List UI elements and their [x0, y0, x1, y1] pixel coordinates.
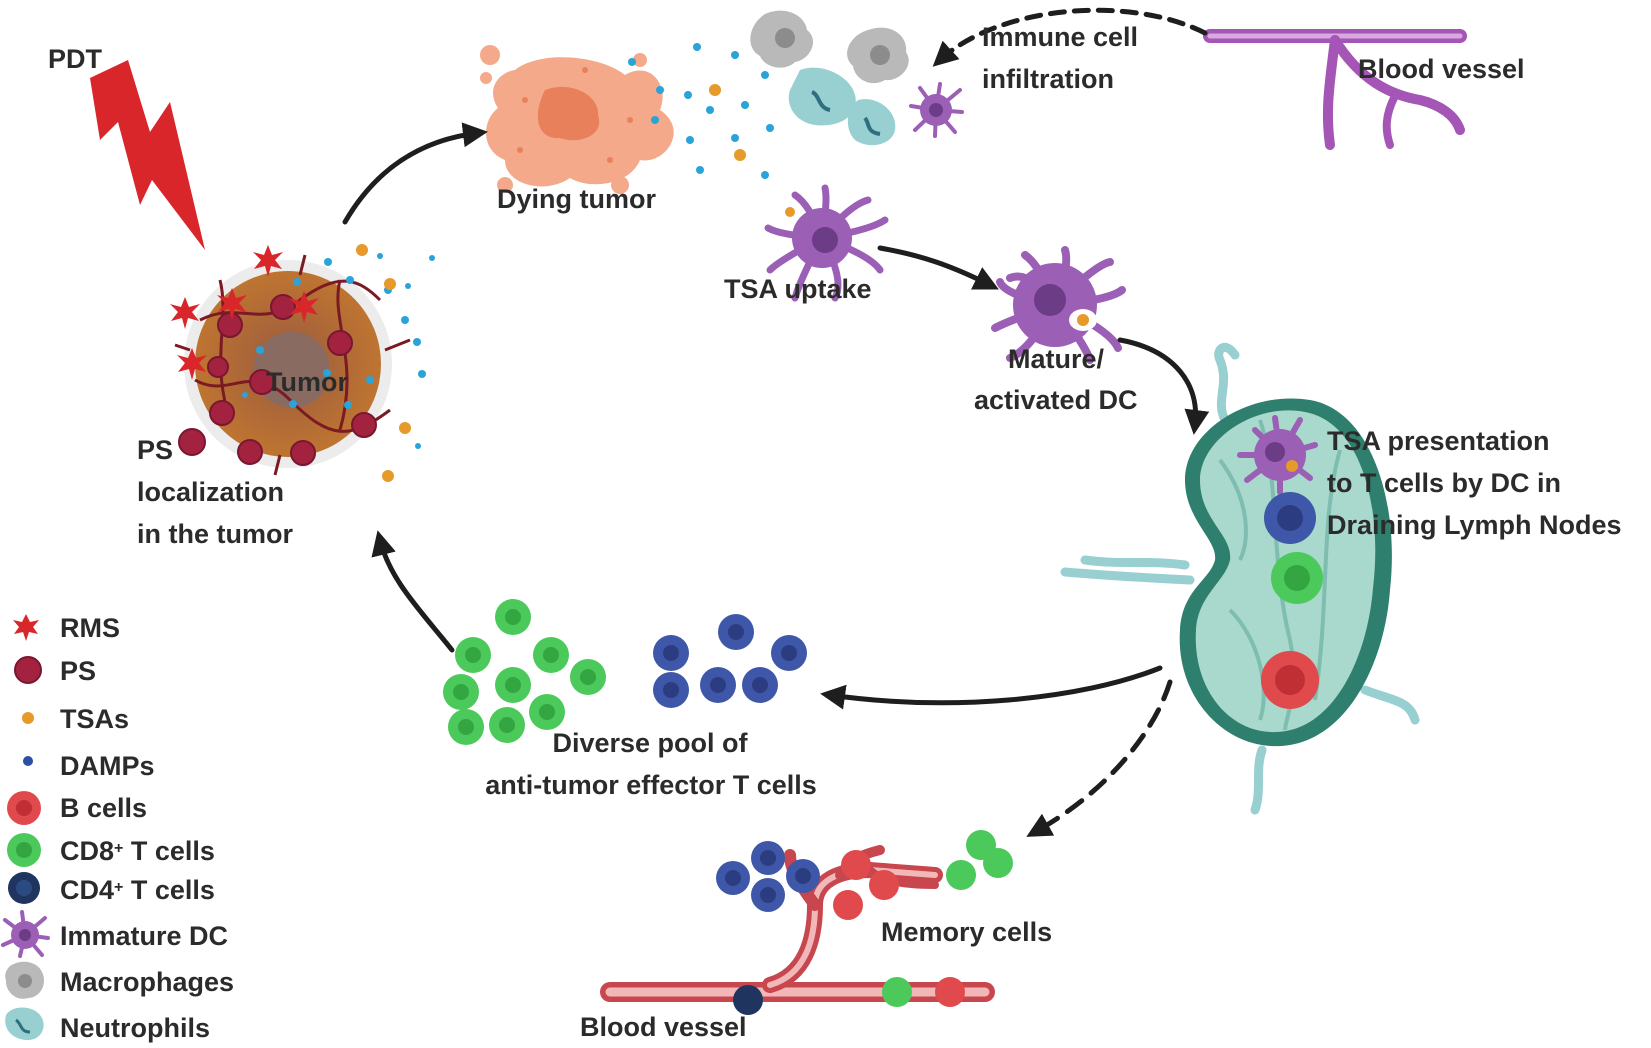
arrow-tumor-to-dying — [342, 122, 488, 225]
label-immune-infiltration-line1: Immune cell — [982, 22, 1139, 52]
cd4-suffix: T cells — [123, 875, 215, 905]
arrow-mature-to-node — [1117, 337, 1210, 435]
label-diverse-pool-line2: anti-tumor effector T cells — [485, 770, 817, 800]
neutrophils-top — [788, 67, 896, 146]
arrow-vessel-to-infiltration — [932, 7, 1208, 67]
arrow-pool-to-tumor — [371, 530, 455, 653]
tumor-icon — [174, 254, 411, 476]
label-dying-tumor: Dying tumor — [497, 184, 656, 214]
dc-tsa-uptake-icon — [764, 184, 889, 302]
tumor-released-particles — [324, 244, 435, 482]
dying-tumor-particles — [628, 43, 774, 179]
ps-sphere — [178, 428, 206, 456]
label-mature-dc-line1: Mature/ — [1008, 344, 1105, 374]
dying-tumor-icon — [480, 45, 674, 194]
cycle-arrows — [342, 7, 1210, 837]
legend-label-immature-dc: Immature DC — [60, 921, 229, 951]
legend-macrophage-icon — [5, 961, 45, 999]
legend-label-macrophages: Macrophages — [60, 967, 235, 997]
cd4-prefix: CD4 — [60, 875, 115, 905]
label-diverse-pool-line1: Diverse pool of — [552, 728, 748, 758]
label-mature-dc-line2: activated DC — [974, 385, 1138, 415]
label-blood-vessel-top: Blood vessel — [1358, 54, 1525, 84]
label-tsa-uptake: TSA uptake — [724, 274, 872, 304]
legend-icons — [1, 614, 50, 1040]
label-memory-cells: Memory cells — [881, 917, 1053, 947]
legend-label-b-cells: B cells — [60, 793, 148, 823]
legend-label-ps: PS — [60, 656, 97, 686]
rms-stars — [170, 245, 319, 380]
macrophages-top — [750, 10, 909, 84]
ps-on-tumor — [207, 294, 377, 466]
label-pdt: PDT — [48, 44, 102, 74]
arrow-uptake-to-mature — [877, 245, 999, 290]
immature-dc-top — [909, 82, 964, 138]
effector-cd8-cluster — [443, 599, 606, 745]
legend-cd8-icon — [7, 833, 41, 867]
legend-neutrophil-icon — [5, 1007, 44, 1040]
cd8-prefix: CD8 — [60, 836, 115, 866]
label-tsa-presentation-line1: TSA presentation — [1327, 426, 1550, 456]
label-ps-localization-line3: in the tumor — [137, 519, 293, 549]
label-blood-vessel-bottom: Blood vessel — [580, 1012, 747, 1042]
cd4-sup: + — [114, 879, 124, 896]
blood-vessel-top-icon — [1203, 29, 1467, 150]
label-ps-localization-line2: localization — [137, 477, 285, 507]
legend-damp-icon — [23, 756, 33, 766]
legend-label-tsas: TSAs — [60, 704, 130, 734]
pdt-lightning-icon — [90, 60, 205, 250]
label-immune-infiltration-line2: infiltration — [982, 64, 1114, 94]
legend-label-neutrophils: Neutrophils — [60, 1013, 211, 1043]
dc-mature-icon — [991, 246, 1126, 364]
legend-cd4-icon — [8, 872, 40, 904]
legend-b-cell-icon — [7, 791, 41, 825]
label-tumor: Tumor — [266, 367, 348, 397]
legend-label-rms: RMS — [60, 613, 120, 643]
legend-ps-icon — [14, 656, 42, 684]
legend-label-cd8: CD8+ T cells — [60, 836, 215, 866]
legend-immature-dc-icon — [1, 910, 50, 958]
arrow-node-to-pool — [820, 665, 1163, 710]
legend-rms-icon — [13, 614, 39, 641]
legend-label-cd4: CD4+ T cells — [60, 875, 215, 905]
memory-cells — [716, 830, 1013, 1015]
legend-tsa-icon — [22, 712, 34, 724]
label-ps-localization-line1: PS — [137, 435, 174, 465]
effector-cd4-cluster — [653, 614, 807, 708]
cd8-suffix: T cells — [123, 836, 215, 866]
label-tsa-presentation-line2: to T cells by DC in — [1327, 468, 1562, 498]
legend-label-damps: DAMPs — [60, 751, 155, 781]
label-tsa-presentation-line3: Draining Lymph Nodes — [1327, 510, 1622, 540]
arrow-node-to-memory — [1026, 679, 1173, 837]
lymph-node-icon — [1060, 342, 1420, 815]
cd8-sup: + — [114, 840, 124, 857]
